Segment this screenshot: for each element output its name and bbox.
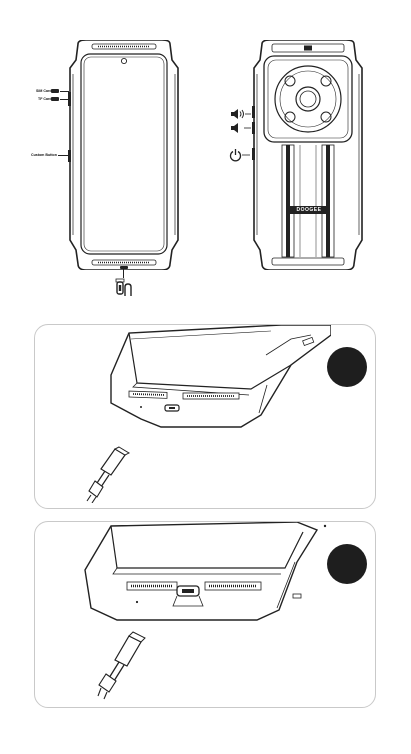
volume-down-icon (230, 122, 252, 134)
tf-card-label: TF Card (38, 97, 52, 101)
port-leader-line (123, 268, 124, 278)
step-2-number-badge (327, 544, 367, 584)
step-1-panel (34, 324, 376, 509)
power-icon (229, 148, 251, 162)
custom-button-leader-line (58, 155, 69, 156)
usb-cable-illustration-1 (85, 443, 133, 503)
volume-up-icon (230, 108, 252, 120)
sim-card-slot-marker (51, 89, 59, 93)
phone-bottom-illustration-2 (67, 522, 335, 632)
sim-card-label: SIM Card (36, 89, 52, 93)
custom-button-label: Custom Button (31, 153, 57, 157)
phone-bottom-illustration-1 (71, 325, 331, 435)
phone-back-view (252, 40, 364, 270)
usb-c-port-icon (115, 278, 133, 298)
phone-front-view (68, 40, 180, 270)
usb-cable-illustration-2 (97, 630, 157, 700)
sim-card-leader-line (60, 91, 69, 92)
step-2-panel (34, 521, 376, 708)
tf-card-slot-marker (51, 97, 59, 101)
brand-logo: DOOGEE (291, 206, 327, 214)
step-1-number-badge (327, 347, 367, 387)
tf-card-leader-line (60, 99, 69, 100)
